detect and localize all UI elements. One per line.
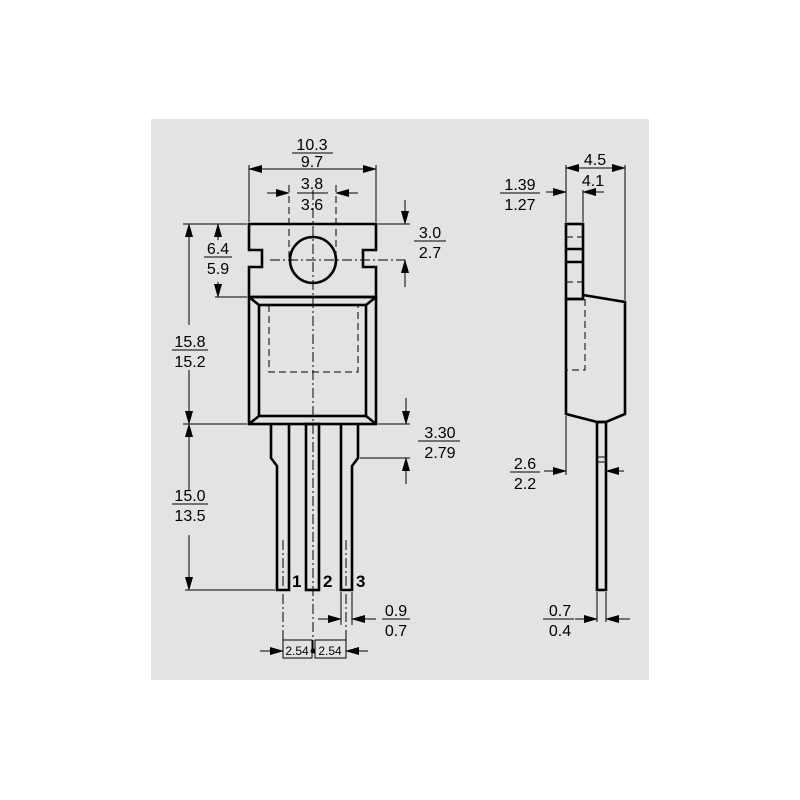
dim-body-height-min: 15.2 [174, 354, 205, 371]
side-view [564, 222, 627, 592]
dim-lead-thickness-min: 0.4 [549, 623, 571, 640]
dim-tab-height-max: 6.4 [207, 241, 229, 258]
side-lead [595, 420, 608, 592]
side-body [564, 293, 627, 424]
lead-3 [339, 424, 360, 592]
lead-1 [269, 424, 291, 592]
dim-shoulder-min: 2.79 [424, 445, 455, 462]
front-dimensions: 10.3 9.7 3.8 3.6 3.0 2.7 6.4 5.9 15.8 15… [172, 137, 460, 659]
dim-tab-height-min: 5.9 [207, 261, 229, 278]
dim-lead-thickness-max: 0.7 [549, 603, 571, 620]
dim-hole-min: 3.6 [301, 197, 323, 214]
dim-hole-offset-min: 2.7 [419, 245, 441, 262]
pin-label-2: 2 [323, 572, 332, 591]
dim-body-thickness-min: 4.1 [582, 173, 604, 190]
dim-lead-width-max: 0.9 [385, 603, 407, 620]
front-view [247, 185, 405, 660]
dim-pitch-1: 2.54 [285, 644, 309, 658]
dim-lead-length-min: 13.5 [174, 508, 205, 525]
dim-body-height-max: 15.8 [174, 334, 205, 351]
dim-pitch-2: 2.54 [318, 644, 342, 658]
dim-body-thickness-max: 4.5 [584, 152, 606, 169]
dim-tab-thickness-min: 1.27 [504, 197, 535, 214]
dim-tab-thickness-max: 1.39 [504, 177, 535, 194]
dim-hole-max: 3.8 [301, 176, 323, 193]
lead-2 [304, 422, 321, 592]
dim-lead-offset-min: 2.2 [514, 476, 536, 493]
dim-lead-offset-max: 2.6 [514, 456, 536, 473]
dim-shoulder-max: 3.30 [424, 425, 455, 442]
pin-label-3: 3 [356, 572, 365, 591]
side-dimensions: 4.5 4.1 1.39 1.27 2.6 2.2 0.7 0.4 [500, 152, 630, 640]
pin-label-1: 1 [292, 572, 301, 591]
dim-lead-width-min: 0.7 [385, 623, 407, 640]
dim-hole-offset-max: 3.0 [419, 225, 441, 242]
dim-width-max: 10.3 [296, 137, 327, 154]
dim-lead-length-max: 15.0 [174, 488, 205, 505]
dim-width-min: 9.7 [301, 154, 323, 171]
